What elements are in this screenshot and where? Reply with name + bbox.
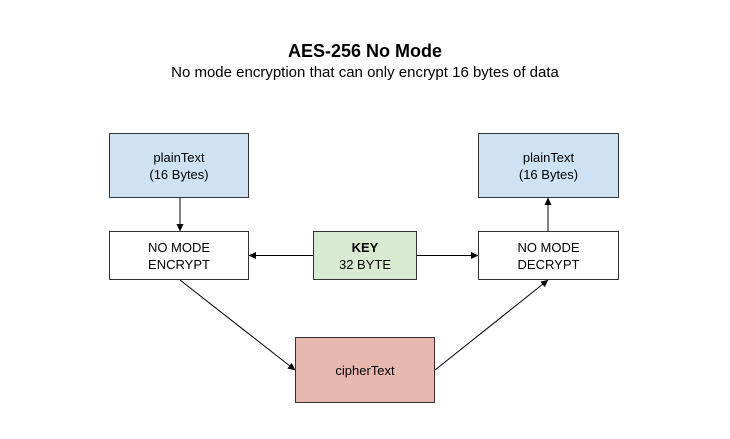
key-label: KEY (351, 239, 379, 255)
plaintext-output-label: plainText (522, 149, 575, 165)
key-size: 32 BYTE (338, 256, 392, 272)
plaintext-output-box: plainText (16 Bytes) (478, 133, 619, 198)
ciphertext-label: cipherText (335, 362, 395, 378)
plaintext-input-size: (16 Bytes) (149, 166, 209, 182)
diagram-subtitle: No mode encryption that can only encrypt… (171, 64, 559, 81)
arrow-encrypt-to-ciphertext (179, 279, 296, 371)
encrypt-mode-label: NO MODE (147, 239, 211, 255)
decrypt-box: NO MODE DECRYPT (478, 231, 619, 280)
decrypt-mode-label: NO MODE (517, 239, 580, 255)
arrow-ciphertext-to-decrypt (434, 279, 549, 371)
key-box: KEY 32 BYTE (313, 231, 417, 280)
plaintext-output-size: (16 Bytes) (518, 166, 579, 182)
diagram-title: AES-256 No Mode (287, 41, 443, 61)
ciphertext-box: cipherText (295, 337, 435, 403)
encrypt-action-label: ENCRYPT (148, 256, 210, 272)
plaintext-input-label: plainText (153, 149, 205, 165)
decrypt-action-label: DECRYPT (517, 256, 580, 272)
plaintext-input-box: plainText (16 Bytes) (109, 133, 249, 198)
encrypt-box: NO MODE ENCRYPT (109, 231, 249, 280)
